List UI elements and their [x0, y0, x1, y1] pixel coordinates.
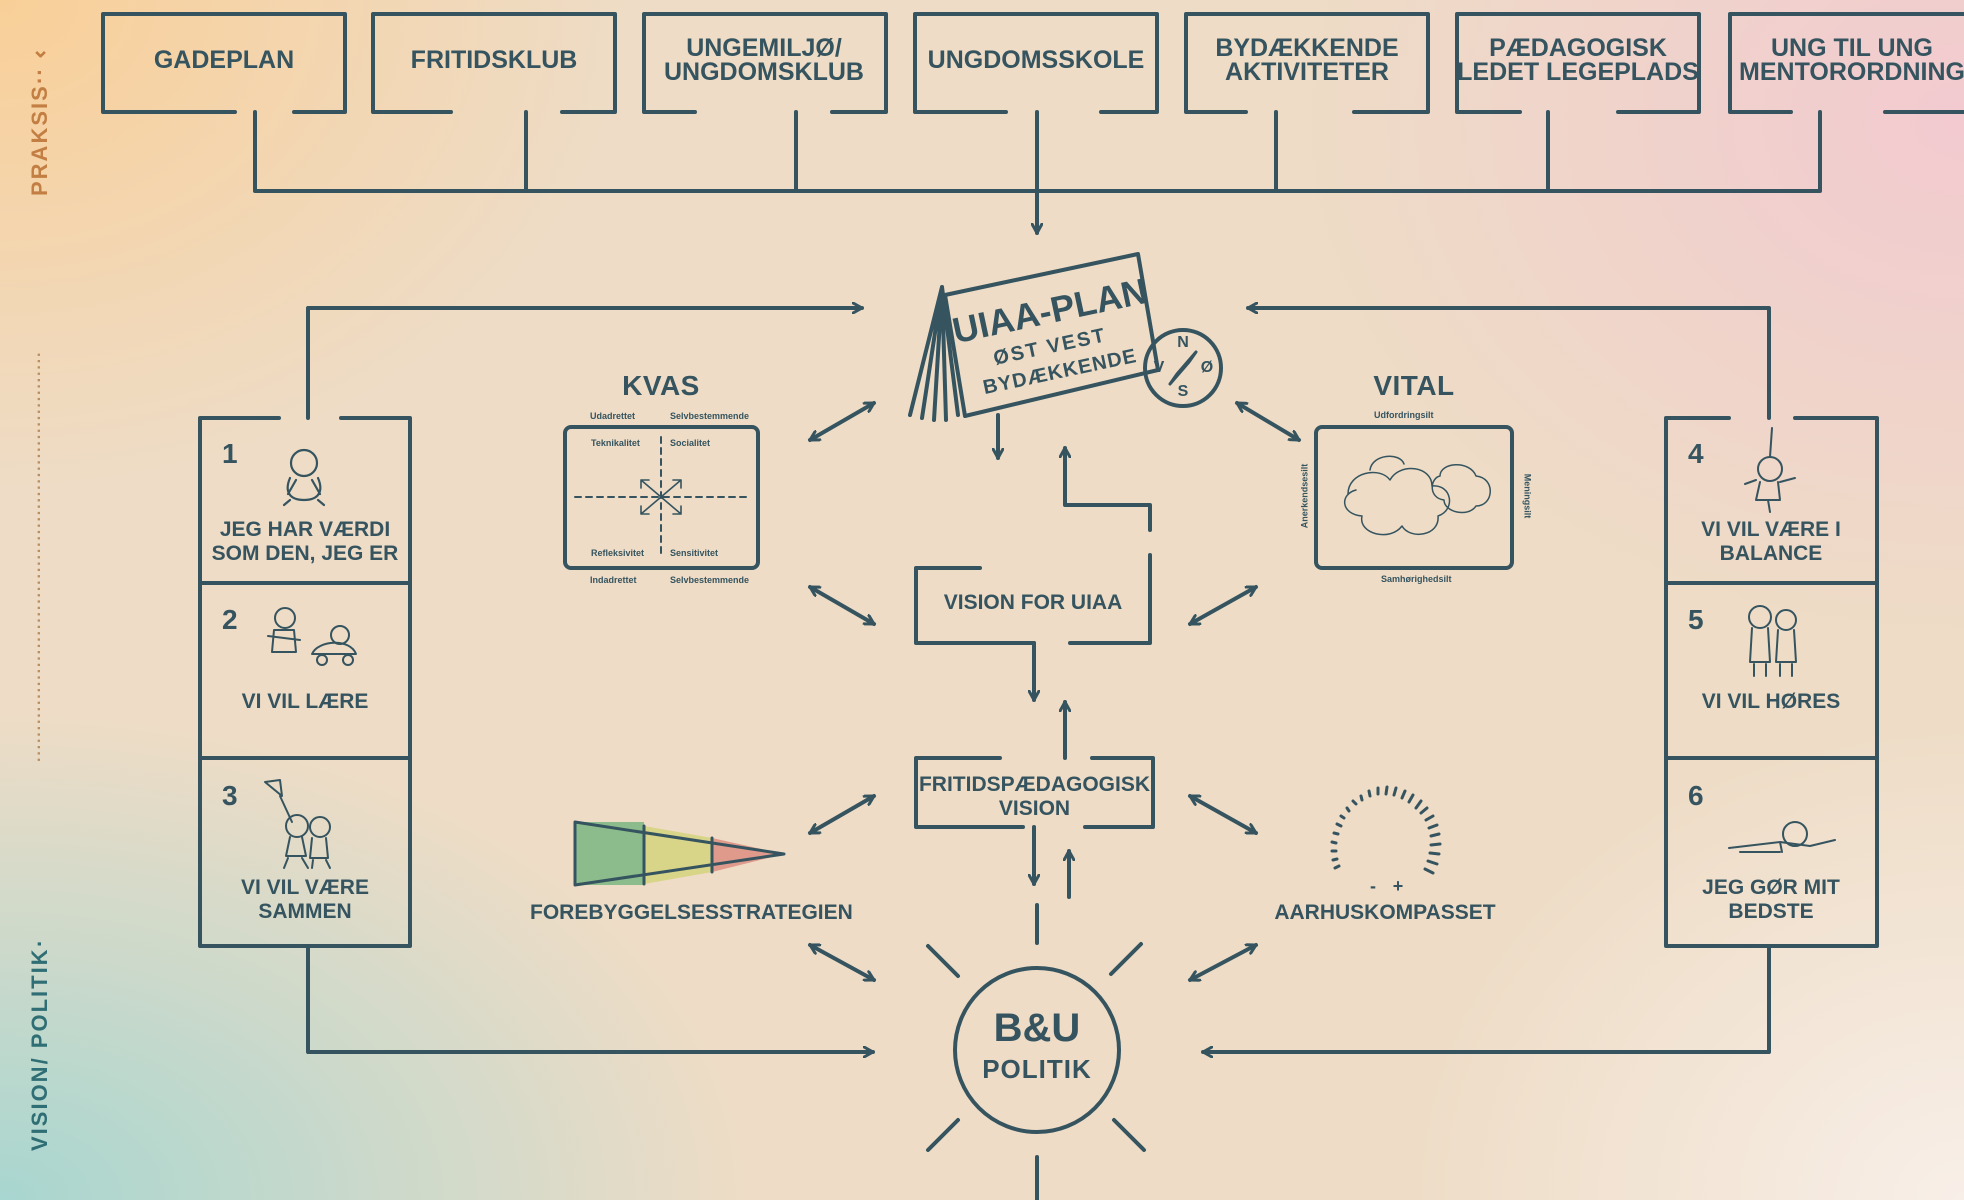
kvas-q-refleksivitet: Refleksivitet — [591, 548, 645, 558]
top-box-outline — [1728, 12, 1964, 114]
sidebar-vision-politik-text: VISION/ POLITIK — [27, 947, 52, 1151]
aarhus-plus: + — [1392, 876, 1404, 896]
compass-o: Ø — [1200, 359, 1214, 376]
right-cards-outline — [1664, 416, 1879, 948]
dotted-leader: · — [27, 939, 52, 948]
compass-v: V — [1153, 359, 1165, 376]
top-box-outline — [101, 12, 347, 114]
children-car-icon — [267, 607, 357, 666]
top-box-outline — [1184, 12, 1430, 114]
left-cards-outline — [198, 416, 412, 948]
sidebar-vision-politik-label: VISION/ POLITIK · — [20, 890, 60, 1200]
kvas-box — [563, 425, 760, 570]
top-box-label: FRITIDSKLUB — [410, 46, 578, 74]
forebyggelse-label: FOREBYGGELSESSTRATEGIEN — [530, 901, 853, 924]
vital-right: Meningsilt — [1522, 473, 1533, 519]
kvas-q-sensitivitet: Sensitivitet — [670, 548, 719, 558]
aarhuskompasset-label: AARHUSKOMPASSET — [1274, 901, 1496, 924]
uiaa-plan-board — [943, 252, 1160, 418]
top-box-label: GADEPLAN — [153, 46, 295, 74]
kvas-bottom-right: Selvbestemmende — [670, 575, 750, 585]
fritidspaedagogisk-vision-label: FRITIDSPÆDAGOGISK VISION — [918, 773, 1150, 820]
card-number: 3 — [222, 780, 238, 811]
card-number: 1 — [222, 438, 238, 469]
compass-n: N — [1177, 334, 1189, 351]
kvas-top-left: Udadrettet — [590, 411, 636, 421]
dotted-line-text: ········································… — [31, 350, 48, 762]
card-number: 2 — [222, 604, 238, 635]
flying-child-icon — [1728, 821, 1836, 853]
whispering-children-icon — [1748, 605, 1797, 677]
card-number: 6 — [1688, 780, 1704, 811]
card-label: VI VIL VÆRE I BALANCE — [1701, 518, 1841, 565]
card-label: VI VIL HØRES — [1701, 690, 1841, 713]
top-box-fritidsklub: FRITIDSKLUB — [373, 30, 615, 90]
baby-icon — [282, 448, 326, 507]
aarhus-minus: - — [1370, 876, 1376, 896]
top-box-label: UNGEMILJØ/ UNGDOMSKLUB — [664, 34, 864, 86]
card-number: 5 — [1688, 604, 1704, 635]
card-number: 4 — [1688, 438, 1704, 469]
card-label: VI VIL VÆRE SAMMEN — [241, 876, 369, 923]
children-kite-icon — [264, 779, 331, 869]
balancing-child-icon — [1744, 427, 1796, 513]
politik-label: POLITIK — [982, 1054, 1092, 1084]
sidebar-dotted-line: ········································… — [20, 226, 60, 886]
vital-box — [1314, 425, 1514, 570]
top-box-ungemiljo: UNGEMILJØ/ UNGDOMSKLUB — [654, 30, 874, 90]
top-box-mentorordning: UNG TIL UNG MENTORORDNING — [1739, 30, 1964, 90]
fritid-box-outline — [914, 756, 1155, 829]
top-box-outline — [371, 12, 617, 114]
kvas-bottom-left: Indadrettet — [590, 575, 637, 585]
vital-title: VITAL — [1373, 370, 1455, 401]
dotted-leader: ·· ⌃ — [27, 34, 52, 84]
kvas-title: KVAS — [622, 370, 700, 401]
bu-politik-sun — [953, 966, 1121, 1134]
kvas-q-socialitet: Socialitet — [670, 438, 711, 448]
vision-for-uiaa-label: VISION FOR UIAA — [943, 591, 1123, 614]
sidebar-praksis-text: PRAKSIS — [27, 83, 52, 196]
vision-box-outline — [914, 553, 1152, 645]
top-box-outline — [642, 12, 888, 114]
bu-label: B&U — [993, 1006, 1081, 1050]
sidebar-praksis-label: PRAKSIS·· ⌃ — [20, 14, 60, 216]
kvas-top-right: Selvbestemmende — [670, 411, 750, 421]
vital-left: Anerkendsesilt — [1299, 463, 1310, 529]
top-box-label: BYDÆKKENDE AKTIVITETER — [1215, 34, 1399, 86]
top-box-bydaekkende: BYDÆKKENDE AKTIVITETER — [1196, 30, 1418, 90]
top-box-outline — [1455, 12, 1701, 114]
top-box-ungdomsskole: UNGDOMSSKOLE — [915, 30, 1157, 90]
aarhus-dial — [1330, 785, 1442, 875]
card-label: JEG GØR MIT BEDSTE — [1702, 876, 1840, 923]
vital-bottom: Samhørighedsilt — [1381, 574, 1452, 584]
forebyggelse-triangle — [573, 820, 786, 887]
top-box-outline — [913, 12, 1159, 114]
vital-top: Udfordringsilt — [1374, 410, 1434, 420]
top-box-legeplads: PÆDAGOGISK LEDET LEGEPLADS — [1457, 30, 1699, 90]
kvas-q-teknikalitet: Teknikalitet — [591, 438, 640, 448]
card-label: JEG HAR VÆRDI SOM DEN, JEG ER — [211, 518, 399, 565]
compass-s: S — [1177, 383, 1189, 400]
top-box-gadeplan: GADEPLAN — [103, 30, 345, 90]
top-box-label: PÆDAGOGISK LEDET LEGEPLADS — [1457, 34, 1699, 86]
top-box-label: UNGDOMSSKOLE — [927, 46, 1145, 74]
card-label: VI VIL LÆRE — [241, 690, 369, 713]
top-box-label: UNG TIL UNG MENTORORDNING — [1739, 34, 1964, 86]
